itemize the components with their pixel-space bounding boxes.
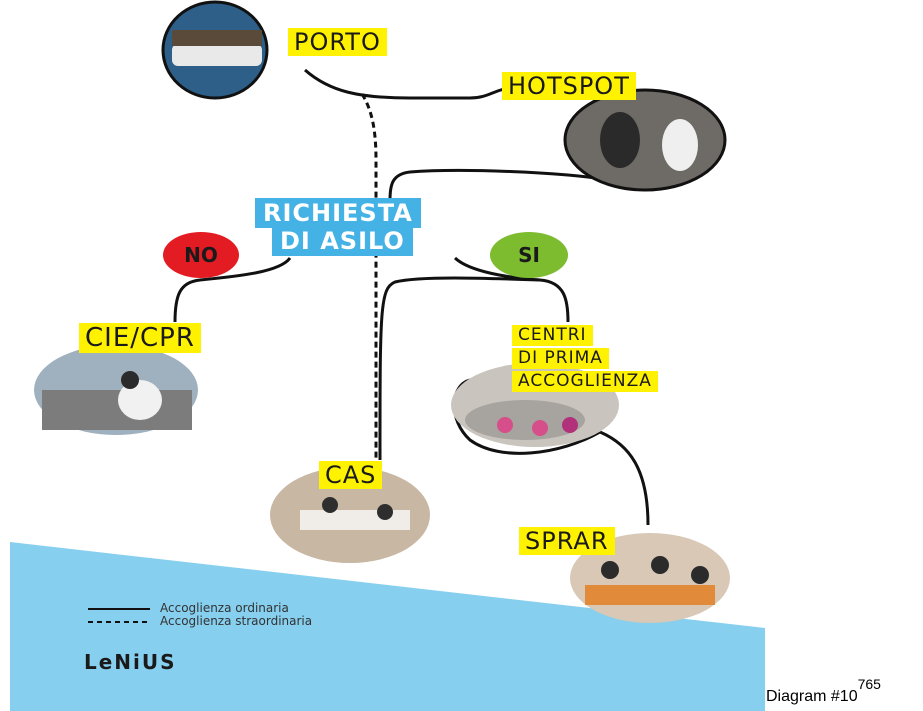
- node-hotspot: HOTSPOT: [502, 72, 636, 100]
- diagram-caption: Diagram #10765: [766, 676, 881, 706]
- legend-solid-label: Accoglienza ordinaria: [160, 601, 289, 615]
- node-porto: PORTO: [288, 28, 387, 56]
- caption-text: Diagram #10: [766, 688, 858, 705]
- background-panel: [10, 542, 765, 711]
- line-porto-cas-dashed: [360, 93, 378, 460]
- line-hotspot-richiesta: [388, 168, 611, 201]
- line-porto-hotspot: [304, 68, 516, 100]
- photo-sprar: [570, 533, 730, 623]
- caption-superscript: 765: [857, 676, 881, 692]
- photo-cas: [270, 467, 430, 563]
- answer-si-badge: SI: [490, 232, 568, 278]
- line-si-cas: [378, 276, 541, 461]
- photo-hotspot: [563, 88, 727, 192]
- legend-dashed-label: Accoglienza straordinaria: [160, 614, 313, 628]
- node-sprar: SPRAR: [519, 527, 615, 555]
- node-centri-line1: CENTRI: [512, 325, 593, 346]
- node-centri-line3: ACCOGLIENZA: [512, 371, 658, 392]
- node-centri-line2: DI PRIMA: [512, 348, 609, 369]
- answer-no-badge: NO: [163, 232, 239, 278]
- line-richiesta-cie: [173, 256, 292, 323]
- photo-cie-cpr: [34, 345, 198, 435]
- node-cie-cpr: CIE/CPR: [79, 323, 201, 353]
- node-cas: CAS: [319, 461, 383, 489]
- photo-porto: [161, 0, 269, 100]
- node-richiesta-line1: RICHIESTA: [255, 198, 421, 228]
- node-richiesta-line2: DI ASILO: [272, 226, 413, 256]
- brand-logo: LeNiUS: [84, 650, 177, 674]
